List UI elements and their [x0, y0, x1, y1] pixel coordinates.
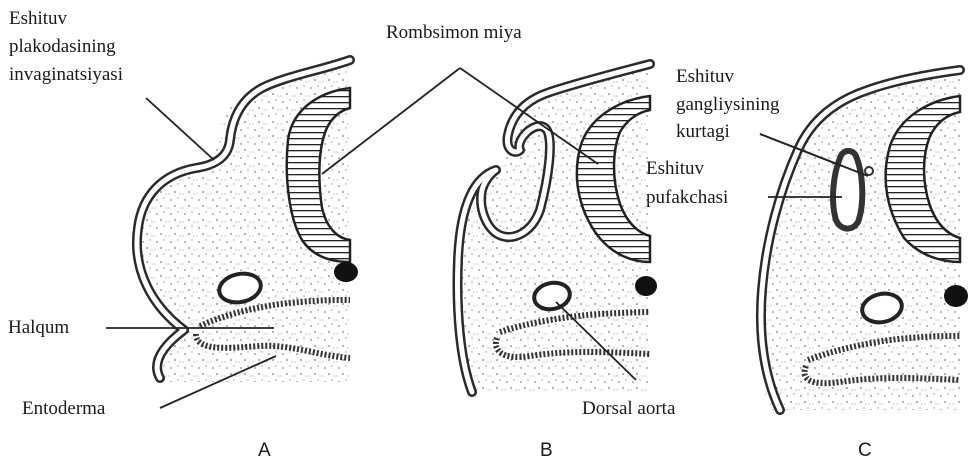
label-vesicle-line1: Eshituv: [646, 158, 705, 179]
panel-label-b: B: [540, 440, 553, 461]
label-ganglion-line2: gangliysining: [676, 94, 780, 115]
label-halqum: Halqum: [8, 317, 69, 338]
label-plakoda-line2: plakodasining: [9, 36, 116, 57]
label-plakoda-line1: Eshituv: [9, 8, 68, 29]
label-plakoda-line3: invaginatsiyasi: [9, 64, 123, 85]
panel-labels: A B C: [258, 440, 872, 461]
label-ganglion-line3: kurtagi: [676, 121, 730, 142]
text-labels: Eshituv plakodasining invaginatsiyasi Ro…: [8, 8, 780, 419]
label-ganglion-line1: Eshituv: [676, 66, 735, 87]
panel-a: [137, 60, 358, 382]
label-vesicle-line2: pufakchasi: [646, 187, 728, 208]
label-rombsimon-miya: Rombsimon miya: [386, 22, 522, 43]
panel-c: [758, 70, 968, 410]
leader-plakoda: [146, 98, 214, 160]
panel-label-c: C: [858, 440, 872, 461]
panel-a-notochord: [334, 262, 358, 282]
label-entoderma: Entoderma: [22, 398, 106, 419]
panel-b-notochord: [635, 276, 657, 296]
panel-b: [456, 64, 657, 392]
label-dorsal-aorta: Dorsal aorta: [582, 398, 676, 419]
panel-label-a: A: [258, 440, 271, 461]
panel-c-ganglion-bud: [865, 167, 873, 175]
panel-c-notochord: [944, 285, 968, 307]
